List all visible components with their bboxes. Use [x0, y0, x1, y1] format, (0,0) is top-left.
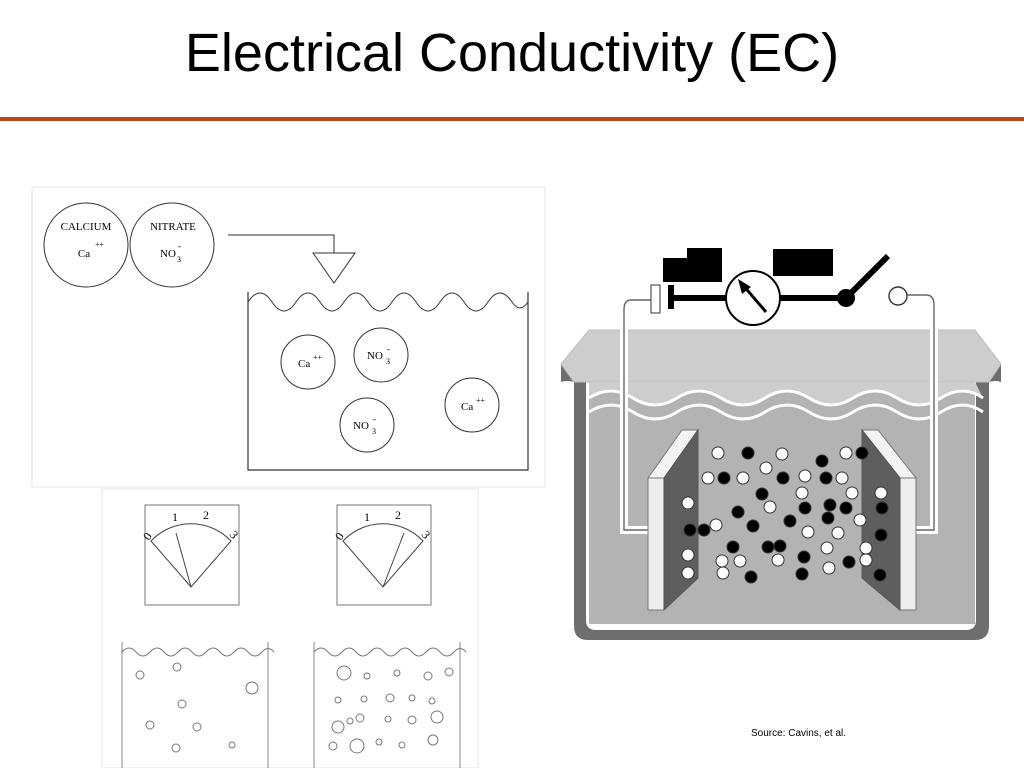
nitrate-ion-label: NO [160, 248, 176, 260]
battery [650, 248, 722, 314]
battery-terminal-block [663, 258, 687, 282]
title-divider [0, 117, 1024, 121]
battery-negative-plate [668, 285, 674, 309]
calcium-charge-label: ++ [95, 240, 105, 249]
left-electrode-edge [647, 477, 665, 611]
switch-pivot [837, 289, 855, 307]
tank-rim [560, 329, 1002, 383]
beaker-high [313, 642, 461, 768]
dissolved-ion-nitrate: NO 3 - [339, 397, 395, 453]
meter-dial-low: 0 1 2 3 [140, 504, 241, 606]
svg-text:Ca: Ca [298, 358, 310, 370]
calcium-label: CALCIUM [61, 221, 112, 233]
svg-text:Ca: Ca [461, 401, 473, 413]
meter-needle [382, 532, 405, 588]
calcium-ion-label: Ca [78, 248, 90, 260]
left-wire [623, 299, 660, 531]
nitrate-molecule [129, 202, 215, 288]
svg-text:NO: NO [367, 350, 383, 362]
nitrate-charge-label: - [178, 241, 181, 251]
dense-ions [328, 665, 454, 754]
water-surface-high [313, 647, 467, 657]
switch [837, 253, 908, 307]
water-surface [247, 292, 529, 312]
dissolved-ion-calcium: Ca ++ [280, 334, 336, 390]
dissolved-ion-nitrate: NO 3 - [353, 327, 409, 383]
water-wave-2 [588, 403, 984, 421]
switch-lever [843, 253, 891, 301]
ammeter [725, 270, 781, 326]
water-wave-1 [588, 389, 984, 407]
air-gap [589, 382, 983, 405]
svg-text:2: 2 [203, 508, 209, 522]
svg-text:NO: NO [353, 420, 369, 432]
battery-positive-plate [650, 284, 661, 314]
ammeter-needle-tip [738, 279, 751, 294]
right-electrode-edge [899, 477, 917, 611]
concentration-comparison: 0 1 2 3 0 1 2 3 [101, 488, 479, 768]
slide-title: Electrical Conductivity (EC) [184, 23, 840, 83]
beaker-low [121, 642, 269, 768]
conductivity-cell [560, 248, 1002, 640]
dissolution-frame [31, 186, 546, 488]
dissolved-ion-calcium: Ca ++ [444, 377, 500, 433]
switch-contact [888, 286, 908, 306]
battery-body [687, 248, 722, 282]
switch-label-block [773, 249, 833, 276]
dissolve-arrow-head [312, 252, 356, 284]
right-electrode-face [861, 428, 901, 612]
svg-text:++: ++ [476, 396, 486, 405]
dissolution-diagram: CALCIUM Ca ++ NITRATE NO 3 - Ca ++ NO 3 … [31, 186, 546, 488]
nitrate-subscript: 3 [177, 255, 181, 264]
beaker [247, 292, 529, 471]
svg-text:-: - [373, 414, 376, 424]
svg-text:1: 1 [172, 510, 178, 524]
svg-text:-: - [387, 344, 390, 354]
svg-text:3: 3 [372, 427, 376, 436]
left-electrode-face [663, 428, 699, 612]
calcium-molecule [43, 202, 129, 288]
meter-dial-high: 0 1 2 3 [332, 504, 433, 606]
svg-text:1: 1 [364, 510, 370, 524]
sparse-ions [135, 662, 259, 753]
water-surface-low [121, 647, 275, 657]
right-wire [905, 294, 935, 531]
source-citation: Source: Cavins, et al. [751, 728, 847, 739]
ions-in-solution [681, 446, 889, 584]
nitrate-label: NITRATE [150, 221, 196, 233]
dissolve-arrow-line [228, 234, 335, 253]
svg-text:2: 2 [395, 508, 401, 522]
svg-text:3: 3 [386, 357, 390, 366]
svg-text:++: ++ [313, 353, 323, 362]
meter-needle [175, 532, 192, 588]
